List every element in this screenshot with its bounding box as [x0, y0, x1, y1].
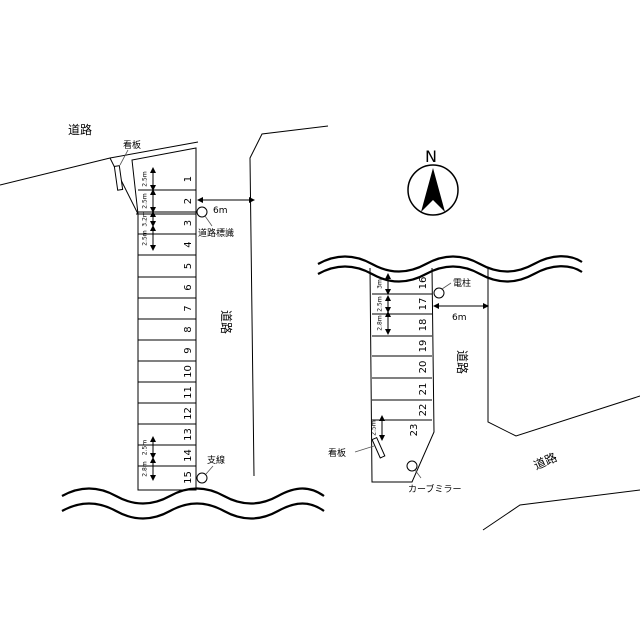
space-number: 23	[409, 424, 420, 437]
space-number: 7	[183, 305, 194, 311]
road-width-right: 6m	[433, 303, 489, 323]
space-number: 15	[183, 471, 194, 484]
dimension-label: 2.5m	[142, 440, 149, 456]
space-number: 3	[183, 220, 194, 226]
space-number: 14	[183, 449, 194, 462]
dimension-label: 3.2m	[142, 211, 149, 227]
space-number: 5	[183, 263, 194, 269]
road-label-right-vertical: 道路	[455, 350, 470, 374]
space-number: 19	[418, 340, 429, 353]
space-number: 20	[418, 361, 429, 374]
waterway-left	[61, 487, 325, 520]
guy-wire-label: 支線	[207, 454, 225, 466]
road-label-bottom-right: 道路	[531, 449, 559, 472]
road-width-label-right: 6m	[452, 313, 467, 323]
space-number: 13	[183, 428, 194, 441]
dimension-label: 2.8m	[377, 315, 384, 331]
space-number: 9	[183, 347, 194, 353]
north-compass: N	[407, 147, 459, 216]
dimension-label: 2.8m	[142, 461, 149, 477]
north-arrow-icon	[421, 168, 445, 212]
space-number: 8	[183, 326, 194, 332]
space-number: 21	[418, 383, 429, 396]
curve-mirror-marker: カーブミラー	[406, 460, 461, 495]
curve-mirror-label: カーブミラー	[408, 483, 461, 495]
signboard-left: 看板	[113, 139, 141, 191]
road-label-top-left: 道路	[68, 122, 92, 137]
dimension-label: 2.5m	[142, 171, 149, 187]
space-number: 12	[183, 407, 194, 420]
signboard-label-left: 看板	[123, 139, 141, 151]
space-number: 17	[418, 298, 429, 311]
signboard-label-right: 看板	[328, 447, 346, 459]
dimension-label: 2.5m	[142, 193, 149, 209]
utility-pole-marker: 電柱	[433, 277, 471, 299]
space-number: 1	[183, 176, 194, 182]
road-sign-marker: 道路標識	[196, 206, 234, 239]
space-number: 6	[183, 284, 194, 290]
waterway-right	[317, 255, 583, 283]
guy-wire-marker: 支線	[196, 454, 225, 484]
dimension-label: 2.5m	[377, 296, 384, 312]
utility-pole-label: 電柱	[453, 277, 471, 289]
space-number: 10	[183, 365, 194, 378]
road-width-left: 6m	[197, 197, 255, 216]
space-number: 4	[183, 241, 194, 247]
space-number: 16	[418, 277, 429, 290]
road-width-label-left: 6m	[213, 206, 228, 216]
road-sign-label: 道路標識	[198, 227, 234, 239]
space-number: 18	[418, 319, 429, 332]
dimension-label: 2.5m	[142, 230, 149, 246]
signboard-right: 看板	[328, 436, 386, 459]
road-label-left-vertical: 道路	[219, 310, 234, 334]
space-number: 11	[183, 386, 194, 399]
dimension-label: 3m	[377, 279, 384, 289]
space-number: 2	[183, 198, 194, 204]
road-outlines	[0, 125, 640, 531]
dimension-marks: 2.5m 2.5m 3.2m 2.5m 2.5m 2.8m 3m 2.5m 2.8m 2.5m	[142, 167, 391, 481]
space-number: 22	[418, 404, 429, 417]
right-parking-lot: 16 17 18 19 20 21 22 23	[372, 277, 432, 437]
dimension-label: 2.5m	[371, 420, 378, 436]
north-label: N	[425, 147, 437, 166]
